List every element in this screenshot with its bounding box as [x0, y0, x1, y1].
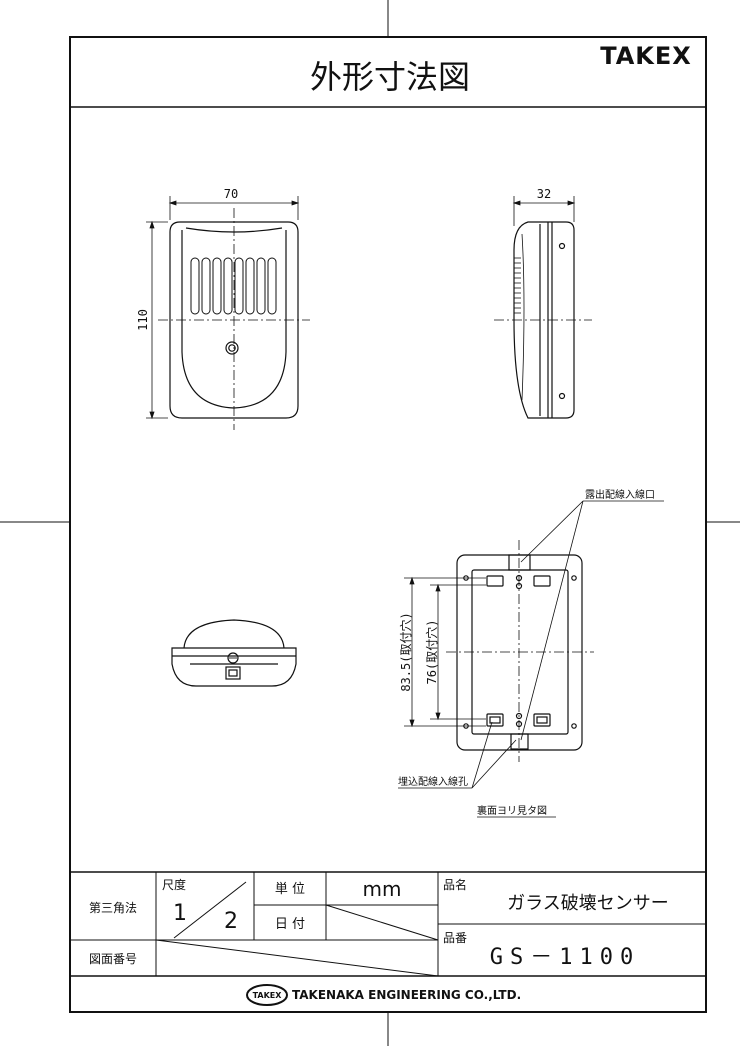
side-grille	[514, 257, 521, 314]
label-exposed-wiring: 露出配線入線口	[585, 488, 655, 501]
front-view	[169, 221, 299, 419]
leader-lines	[398, 500, 664, 789]
back-center-lines	[446, 540, 594, 762]
back-body-outline	[456, 554, 583, 751]
front-grille	[190, 257, 277, 315]
bottom-view	[171, 619, 297, 687]
back-wiring-port-top	[508, 554, 531, 571]
back-wiring-port-bottom	[510, 733, 529, 750]
scale-label: 尺度	[162, 877, 186, 892]
page-title: 外形寸法図	[310, 58, 470, 96]
scale-denominator: 2	[224, 909, 238, 934]
bottom-body-outline	[171, 647, 297, 687]
brand-logo: TAKEX	[600, 42, 692, 70]
side-body-outline	[513, 221, 575, 419]
front-dimension-lines	[146, 196, 300, 420]
company-logo-badge: TAKEX	[253, 991, 283, 1000]
back-dimension-lines	[404, 576, 486, 728]
product-name: ガラス破壊センサー	[507, 893, 669, 914]
product-name-label: 品名	[443, 877, 467, 892]
front-center-lines	[158, 208, 310, 430]
title-block	[70, 871, 706, 977]
front-led	[225, 341, 239, 355]
back-view	[456, 554, 583, 751]
scale-numerator: 1	[173, 901, 187, 926]
unit-value: mm	[363, 877, 402, 901]
dimension-mount-outer: 83.5(取付穴)	[398, 612, 413, 691]
label-rear-view: 裏面ヨリ見タ図	[477, 804, 547, 817]
product-number: GS－1100	[490, 945, 640, 970]
front-body-outline	[169, 221, 299, 419]
dimension-depth: 32	[537, 187, 551, 201]
company-logo: TAKEX	[246, 984, 288, 1006]
product-number-label: 品番	[443, 931, 467, 945]
label-embedded-wiring: 埋込配線入線孔	[398, 775, 468, 788]
drawing-number-label: 図面番号	[89, 952, 137, 966]
projection-label: 第三角法	[89, 901, 137, 915]
dimension-height: 110	[136, 309, 150, 331]
dimension-mount-inner: 76(取付穴)	[424, 620, 439, 685]
date-label: 日 付	[275, 917, 305, 932]
company-name: TAKENAKA ENGINEERING CO.,LTD.	[292, 988, 521, 1002]
bottom-dome	[183, 619, 285, 649]
drawing-border	[69, 36, 707, 1013]
unit-label: 単 位	[275, 881, 305, 897]
dimension-width: 70	[224, 187, 238, 201]
side-dimension-lines	[512, 196, 576, 226]
